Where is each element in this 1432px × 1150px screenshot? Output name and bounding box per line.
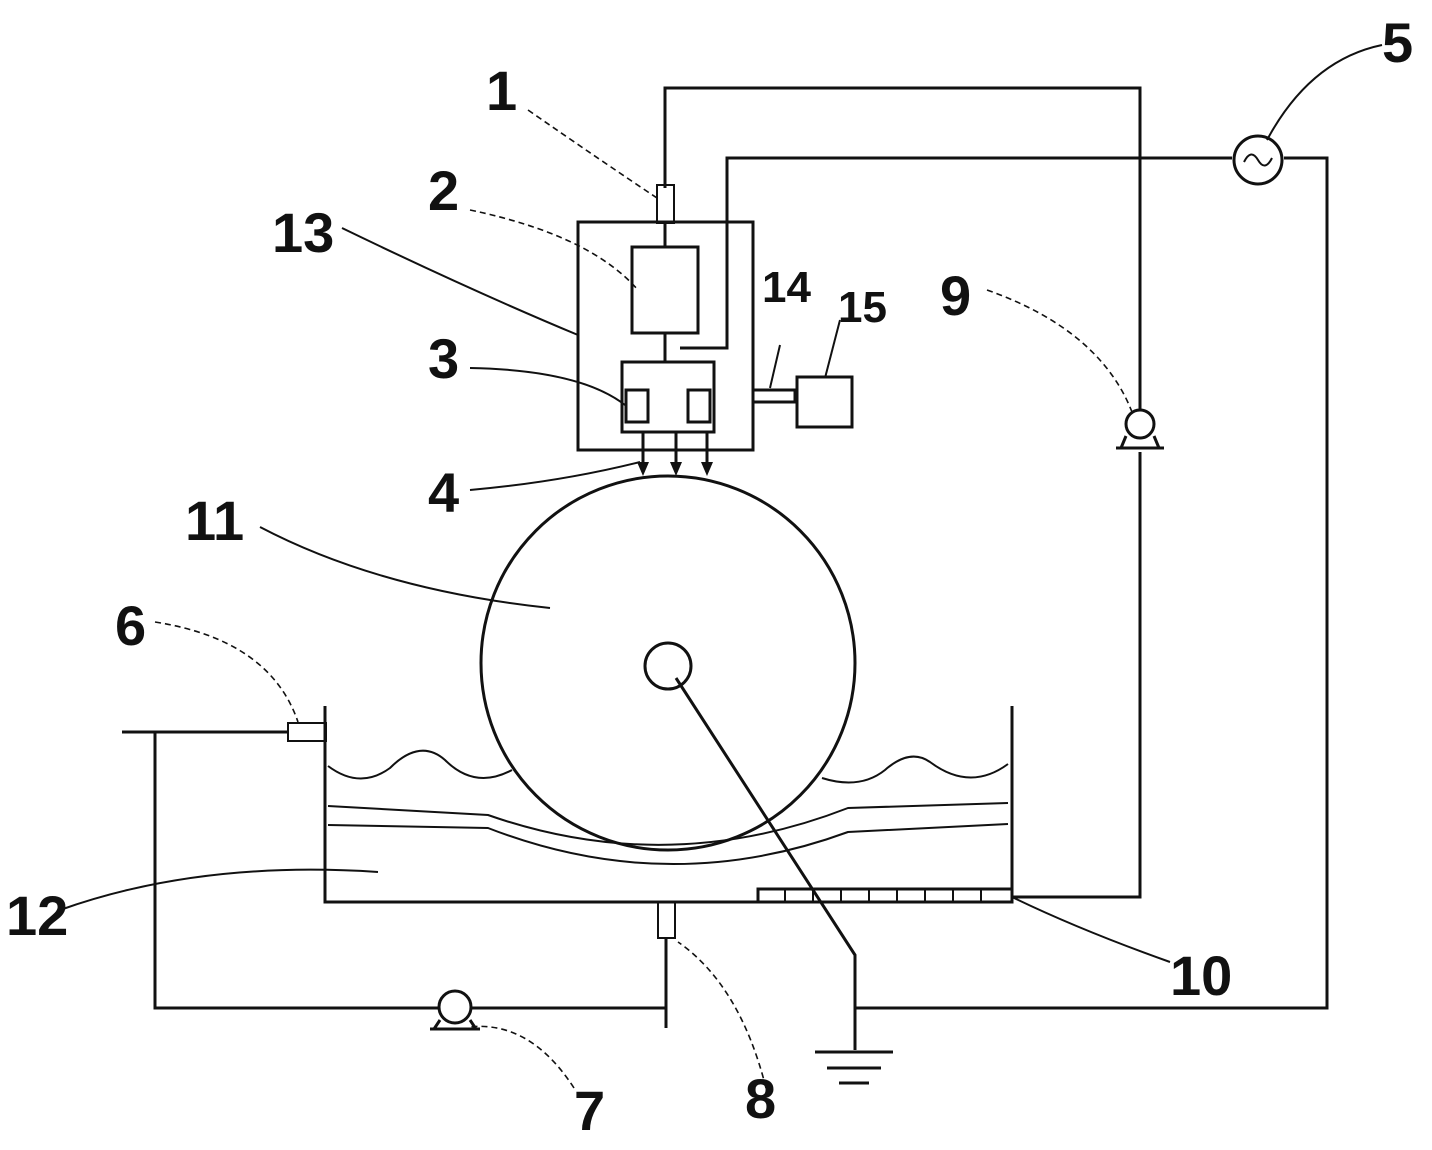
box-15	[795, 375, 854, 429]
label-15: 15	[838, 283, 887, 332]
drum-shaft	[643, 641, 693, 691]
ac-source-5	[1232, 134, 1284, 186]
label-10: 10	[1170, 944, 1232, 1007]
label-7: 7	[574, 1079, 605, 1142]
label-13: 13	[272, 201, 334, 264]
nozzle-3-left	[624, 388, 650, 424]
outlet-port-8	[657, 901, 676, 939]
pump-9	[1116, 408, 1164, 450]
drum-11	[479, 474, 857, 852]
nozzle-3-right	[686, 388, 712, 424]
inlet-port-6	[287, 722, 327, 742]
power-circuit-wire	[680, 156, 1329, 1010]
top-circuit-wire	[663, 86, 1142, 899]
label-14: 14	[762, 263, 811, 312]
electrode-tips-4	[637, 432, 713, 476]
label-2: 2	[428, 159, 459, 222]
inlet-connector-1	[656, 184, 675, 224]
pump-7	[430, 989, 480, 1031]
connector-14	[751, 388, 797, 404]
ground-symbol	[815, 1050, 893, 1085]
label-3: 3	[428, 327, 459, 390]
label-11: 11	[185, 489, 244, 552]
label-9: 9	[940, 264, 971, 327]
tank-12	[323, 706, 1014, 904]
label-1: 1	[486, 59, 517, 122]
component-2	[630, 245, 700, 335]
leader-lines	[59, 44, 1383, 1089]
label-8: 8	[745, 1067, 776, 1130]
label-6: 6	[115, 594, 146, 657]
label-5: 5	[1382, 11, 1413, 74]
perforated-plate-10	[756, 887, 1014, 904]
label-4: 4	[428, 461, 459, 524]
label-12: 12	[6, 884, 68, 947]
distribution-block	[620, 360, 716, 434]
